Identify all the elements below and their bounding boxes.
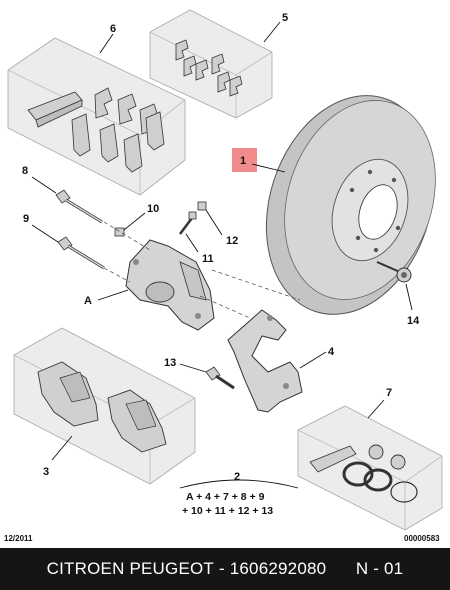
bleed-screw-11 [179,211,197,235]
callout-1-highlight [232,148,257,172]
callout-10: 10 [147,203,159,215]
footer-page: N - 01 [355,559,404,578]
footer-part-number: 1606292080 [229,559,327,578]
guide-bolt-9 [57,236,105,270]
callout-1: 1 [240,155,246,167]
assembly-lines [103,221,301,319]
carrier-bolt-13 [205,366,235,390]
callout-6: 6 [110,23,116,35]
kit-formula-line1: A + 4 + 7 + 8 + 9 [186,491,265,503]
box-3-brake-pads [13,327,196,485]
callout-12: 12 [226,235,238,247]
guide-bolt-8 [55,189,103,224]
brake-disc [265,95,436,315]
bleed-cap-12 [197,201,207,211]
callout-7: 7 [386,387,392,399]
callout-11: 11 [202,253,214,265]
callout-4: 4 [328,346,335,358]
box-7-repair-kit [297,405,443,531]
callout-a: A [84,295,92,307]
doc-number: 00000583 [404,534,440,543]
kit-formula: 2 A + 4 + 7 + 8 + 9 + 10 + 11 + 12 + 13 [179,471,299,517]
disc-screw-14 [376,261,412,283]
callout-9: 9 [23,213,29,225]
callout-3: 3 [43,466,49,478]
caliper-a [125,239,215,331]
kit-formula-line2: + 10 + 11 + 12 + 13 [182,505,273,517]
callout-5: 5 [282,12,288,24]
footer-brand: CITROEN PEUGEOT [46,559,215,578]
footer-bar: CITROEN PEUGEOT - 1606292080 N - 01 [0,548,450,590]
brake-exploded-diagram: 6 5 1 14 8 [4,9,443,543]
box-6-fitting-kit [7,37,186,196]
date-code: 12/2011 [4,534,33,543]
callout-8: 8 [22,165,28,177]
box-5-slide-clips [149,9,273,119]
dust-cap-10 [114,227,125,237]
callout-2: 2 [234,471,240,483]
footer-gap [326,559,356,579]
callout-13: 13 [164,357,176,369]
caliper-carrier-4 [227,309,303,413]
callout-14: 14 [407,315,420,327]
footer-separator: - [214,559,230,578]
